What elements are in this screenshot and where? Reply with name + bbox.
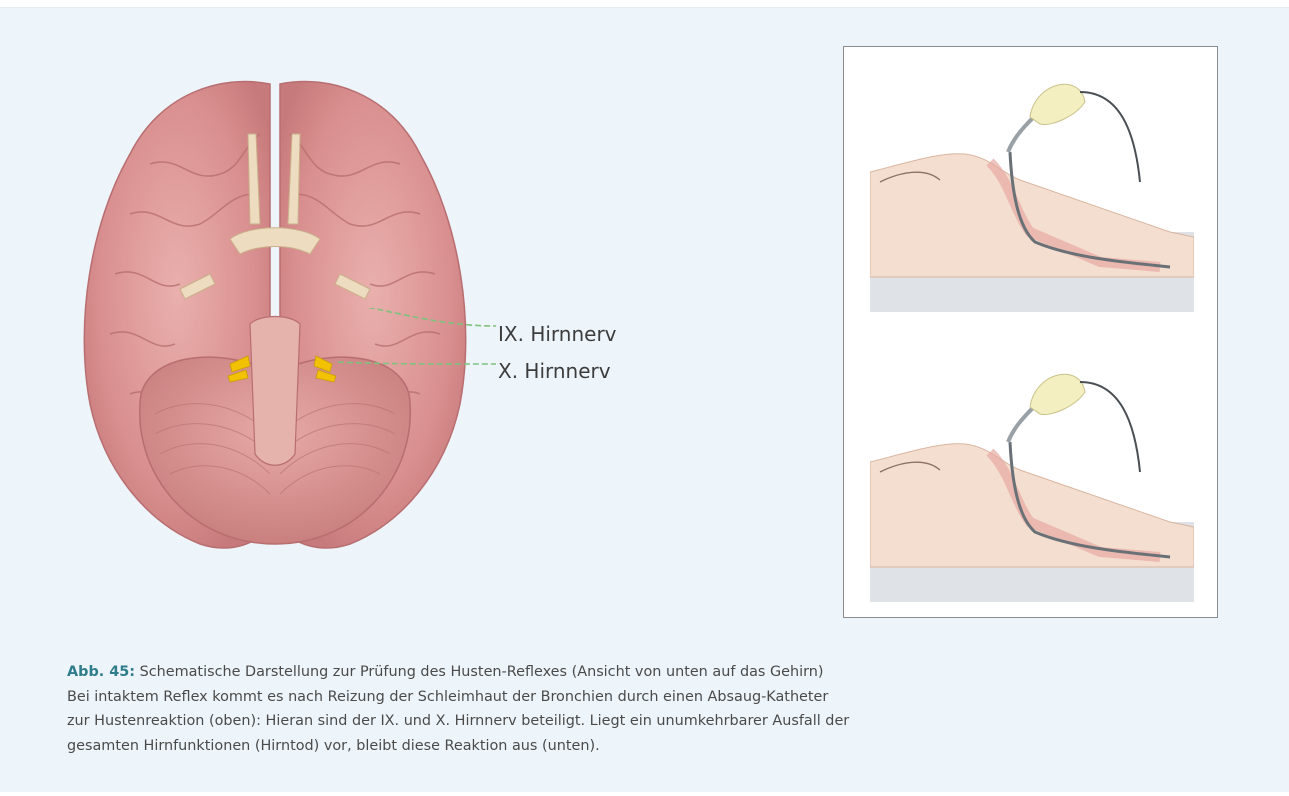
caption-label: Abb. 45: (67, 664, 135, 680)
caption-line-3: gesamten Hirnfunktionen (Hirntod) vor, b… (67, 734, 967, 759)
patient-scene-bottom (870, 352, 1194, 602)
figure-panel: IX. Hirnnerv X. Hirnnerv (0, 8, 1289, 792)
caption-title-line: Abb. 45: Schematische Darstellung zur Pr… (67, 660, 967, 685)
nerve-leader-lines (300, 308, 500, 398)
figure-caption: Abb. 45: Schematische Darstellung zur Pr… (67, 660, 967, 758)
patient-scene-top (870, 62, 1194, 312)
caption-title: Schematische Darstellung zur Prüfung des… (135, 664, 824, 680)
top-rule (0, 0, 1289, 8)
caption-line-1: Bei intaktem Reflex kommt es nach Reizun… (67, 685, 967, 710)
label-nerve-ix: IX. Hirnnerv (498, 322, 617, 346)
suction-catheter-patient-icon (870, 62, 1194, 312)
suction-catheter-patient-icon (870, 352, 1194, 602)
label-nerve-x: X. Hirnnerv (498, 359, 611, 383)
patient-figure-box (843, 46, 1218, 618)
caption-line-2: zur Hustenreaktion (oben): Hieran sind d… (67, 709, 967, 734)
